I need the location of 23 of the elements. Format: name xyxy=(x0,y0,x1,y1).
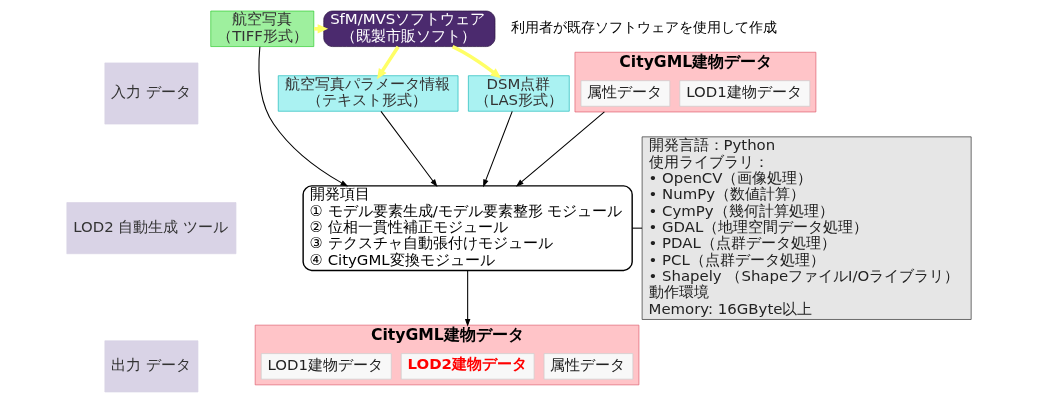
node-box: LOD2 自動生成 ツール xyxy=(66,202,237,255)
arrow xyxy=(258,46,349,187)
node-box: 開発言語：Python 使用ライブラリ： • OpenCV（画像処理） • NumPy（数値計算） • CymPy（幾何計算処理） • GDAL（地理空間データ処理） • PDAL（点群データ処理） • PCL（点群データ処理） • Shapely （ShapeファイルI/Oライブラリ） 動作環境 Memory: 16GByte以上 xyxy=(641,136,972,320)
node-box: SfM/MVSソフトウェア （既製市販ソフト） xyxy=(323,10,496,47)
arrow xyxy=(377,45,400,80)
node-box: LOD2建物データ xyxy=(400,353,535,380)
node-box: DSM点群 （LAS形式） xyxy=(468,75,570,112)
node-box: 入力 データ xyxy=(104,62,199,125)
node-box: 開発項目 ① モデル要素生成/モデル要素整形 モジュール ② 位相一貫性補正モジュール ③ テクスチャ自動張付けモジュール ④ CityGML変換モジュール xyxy=(302,185,633,272)
node-box: LOD1建物データ xyxy=(260,353,392,380)
arrow xyxy=(451,45,502,79)
label: 利用者が既存ソフトウェアを使用して作成 xyxy=(511,19,778,36)
node-box: LOD1建物データ xyxy=(679,80,811,107)
node-box: 航空写真 （TIFF形式） xyxy=(210,10,315,47)
node-box: 出力 データ xyxy=(104,340,199,393)
arrow xyxy=(464,269,471,327)
arrow xyxy=(483,110,513,188)
arrow xyxy=(380,110,438,188)
node-box: 属性データ xyxy=(580,80,671,107)
node-box: 属性データ xyxy=(543,353,634,380)
node-box: 航空写真パラメータ情報 （テキスト形式） xyxy=(277,75,459,112)
arrow xyxy=(515,111,605,187)
connector xyxy=(631,227,643,229)
